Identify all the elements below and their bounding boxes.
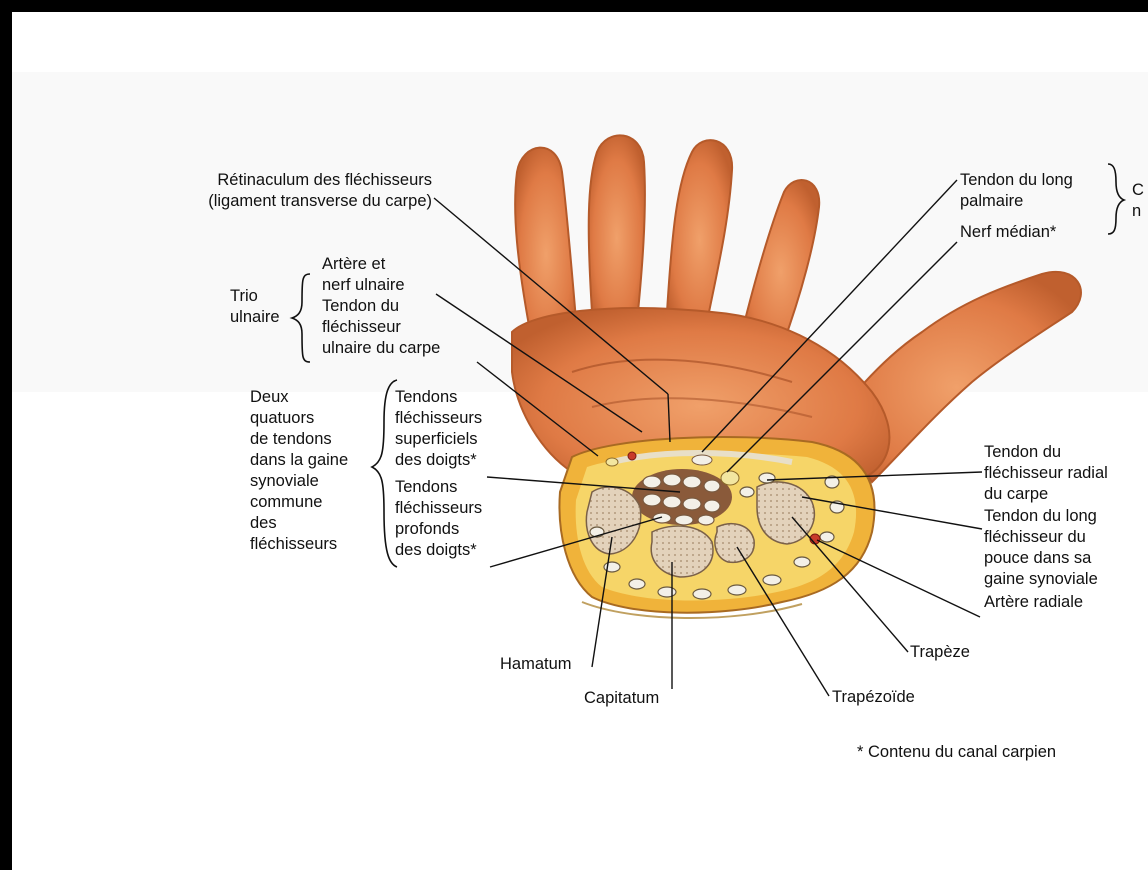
label-line: commune [250, 492, 348, 513]
ulnar-artery [628, 452, 636, 460]
label-trapezoide: Trapézoïde [832, 687, 915, 708]
label-tendons-profonds: Tendons fléchisseurs profonds des doigts… [395, 477, 482, 561]
label-line: pouce dans sa [984, 548, 1098, 569]
label-artere-nerf-ulnaire: Artère et nerf ulnaire [322, 254, 405, 296]
label-line: synoviale [250, 471, 348, 492]
label-line: superficiels [395, 429, 482, 450]
label-line: du carpe [984, 484, 1108, 505]
label-line: des [250, 513, 348, 534]
label-line: Tendons [395, 387, 482, 408]
diagram-sheet: Rétinaculum des fléchisseurs (ligament t… [12, 12, 1148, 870]
label-line: ulnaire [230, 307, 280, 328]
label-line: C [1132, 180, 1144, 201]
label-line: dans la gaine [250, 450, 348, 471]
label-tendon-long-palmaire: Tendon du long palmaire [960, 170, 1073, 212]
label-line: Tendon du long [960, 170, 1073, 191]
label-line: Tendon du [984, 442, 1108, 463]
label-line: profonds [395, 519, 482, 540]
footnote: * Contenu du canal carpien [857, 742, 1056, 763]
label-line: fléchisseurs [250, 534, 348, 555]
label-line: palmaire [960, 191, 1073, 212]
label-line: Tendon du [322, 296, 440, 317]
label-tendon-flechisseur-ulnaire: Tendon du fléchisseur ulnaire du carpe [322, 296, 440, 359]
label-line: fléchisseurs [395, 408, 482, 429]
label-line: de tendons [250, 429, 348, 450]
label-tendons-superficiels: Tendons fléchisseurs superficiels des do… [395, 387, 482, 471]
label-line: Artère et [322, 254, 405, 275]
label-hamatum: Hamatum [500, 654, 572, 675]
label-trio-ulnaire: Trio ulnaire [230, 286, 280, 328]
label-deux-quatuors: Deux quatuors de tendons dans la gaine s… [250, 387, 348, 555]
label-line: Deux [250, 387, 348, 408]
label-line: fléchisseur du [984, 527, 1098, 548]
label-line: des doigts* [395, 540, 482, 561]
label-line: Rétinaculum des fléchisseurs [132, 170, 432, 191]
label-line: fléchisseur [322, 317, 440, 338]
label-line: Tendon du long [984, 506, 1098, 527]
label-retinaculum: Rétinaculum des fléchisseurs (ligament t… [132, 170, 432, 212]
label-line: Tendons [395, 477, 482, 498]
label-line: Trio [230, 286, 280, 307]
label-line: quatuors [250, 408, 348, 429]
label-line: des doigts* [395, 450, 482, 471]
label-line: gaine synoviale [984, 569, 1098, 590]
label-line: ulnaire du carpe [322, 338, 440, 359]
label-line: (ligament transverse du carpe) [132, 191, 432, 212]
label-line: fléchisseur radial [984, 463, 1108, 484]
label-tendon-flechisseur-radial: Tendon du fléchisseur radial du carpe [984, 442, 1108, 505]
label-line: n [1132, 201, 1144, 222]
label-nerf-median: Nerf médian* [960, 222, 1056, 243]
label-artere-radiale: Artère radiale [984, 592, 1083, 613]
label-capitatum: Capitatum [584, 688, 659, 709]
label-trapeze: Trapèze [910, 642, 970, 663]
label-truncated-right: C n [1132, 180, 1144, 222]
label-line: fléchisseurs [395, 498, 482, 519]
label-line: nerf ulnaire [322, 275, 405, 296]
label-tendon-long-flechisseur-pouce: Tendon du long fléchisseur du pouce dans… [984, 506, 1098, 590]
